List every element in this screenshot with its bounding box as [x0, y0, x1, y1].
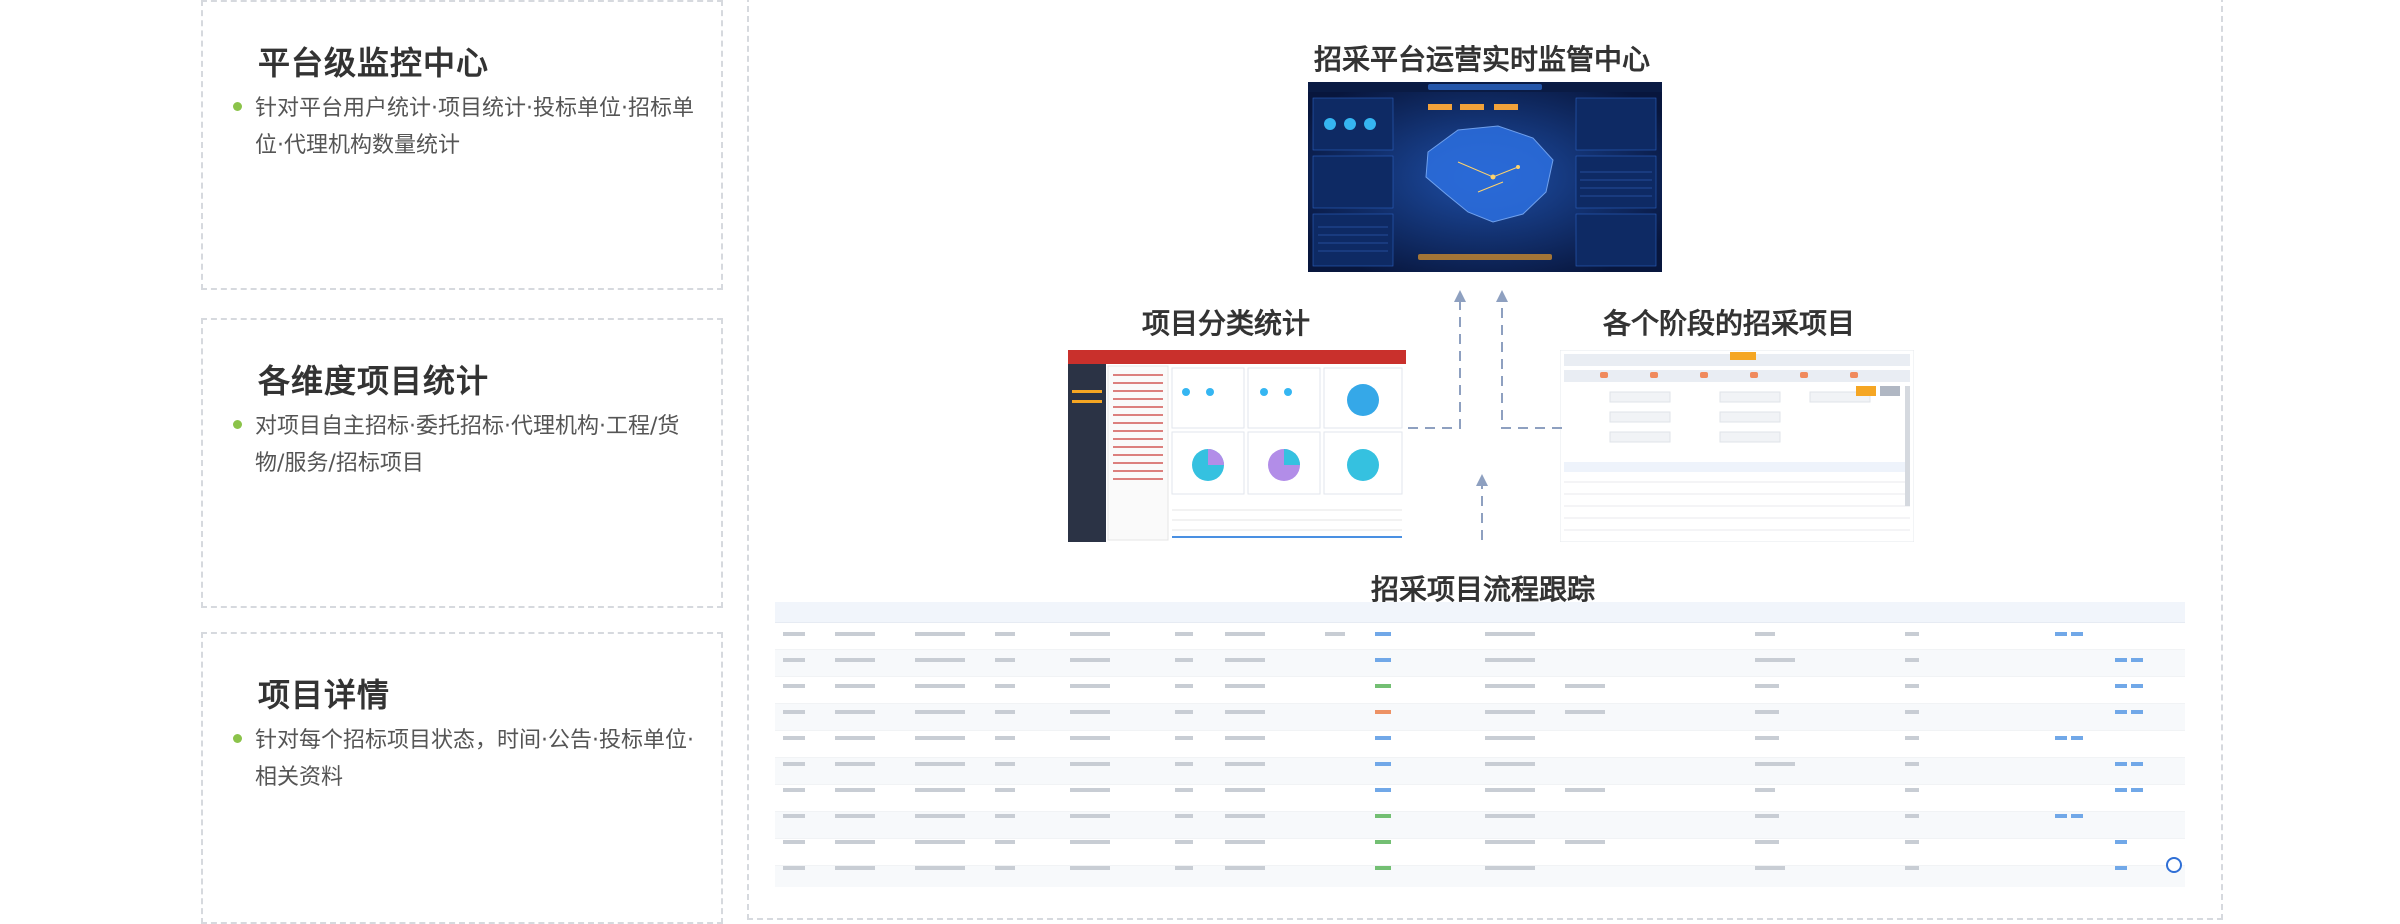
flow-tracking-label: 招采项目流程跟踪	[1371, 573, 1596, 606]
loading-circle-icon	[2166, 857, 2182, 873]
monitor-dashboard-thumbnail	[1308, 82, 1662, 272]
table-row	[775, 704, 2185, 731]
feature-desc: 针对每个招标项目状态，时间·公告·投标单位·相关资料	[255, 728, 694, 790]
feature-card-details: 项目详情 针对每个招标项目状态，时间·公告·投标单位·相关资料	[201, 632, 723, 924]
category-stats-illustration	[1068, 350, 1406, 542]
table-row	[775, 650, 2185, 677]
category-stats-label: 项目分类统计	[1142, 307, 1311, 340]
table-row	[775, 623, 2185, 650]
flow-tracking-table	[775, 602, 2185, 887]
bullet-dot-icon	[233, 734, 242, 743]
monitor-center-label: 招采平台运营实时监管中心	[1314, 43, 1651, 76]
stage-projects-illustration	[1560, 350, 1914, 542]
stage-projects-label: 各个阶段的招采项目	[1603, 307, 1856, 340]
bullet-dot-icon	[233, 420, 242, 429]
table-row	[775, 866, 2185, 887]
stage-projects-thumbnail	[1560, 350, 1914, 542]
feature-title: 各维度项目统计	[258, 362, 490, 400]
bullet-dot-icon	[233, 102, 242, 111]
table-row	[775, 731, 2185, 758]
feature-card-statistics: 各维度项目统计 对项目自主招标·委托招标·代理机构·工程/货物/服务/招标项目	[201, 318, 723, 608]
table-cell-marks	[783, 632, 2143, 870]
dashboard-map-illustration	[1308, 82, 1662, 272]
feature-desc: 对项目自主招标·委托招标·代理机构·工程/货物/服务/招标项目	[255, 414, 680, 476]
table-row	[775, 677, 2185, 704]
table-header	[775, 602, 2185, 623]
feature-card-monitor: 平台级监控中心 针对平台用户统计·项目统计·投标单位·招标单位·代理机构数量统计	[201, 0, 723, 290]
feature-title: 平台级监控中心	[258, 44, 490, 82]
flow-arrows	[1408, 290, 1562, 540]
table-row	[775, 839, 2185, 866]
table-row	[775, 785, 2185, 812]
category-stats-thumbnail	[1068, 350, 1406, 542]
feature-desc: 针对平台用户统计·项目统计·投标单位·招标单位·代理机构数量统计	[255, 96, 694, 158]
feature-title: 项目详情	[258, 676, 391, 714]
